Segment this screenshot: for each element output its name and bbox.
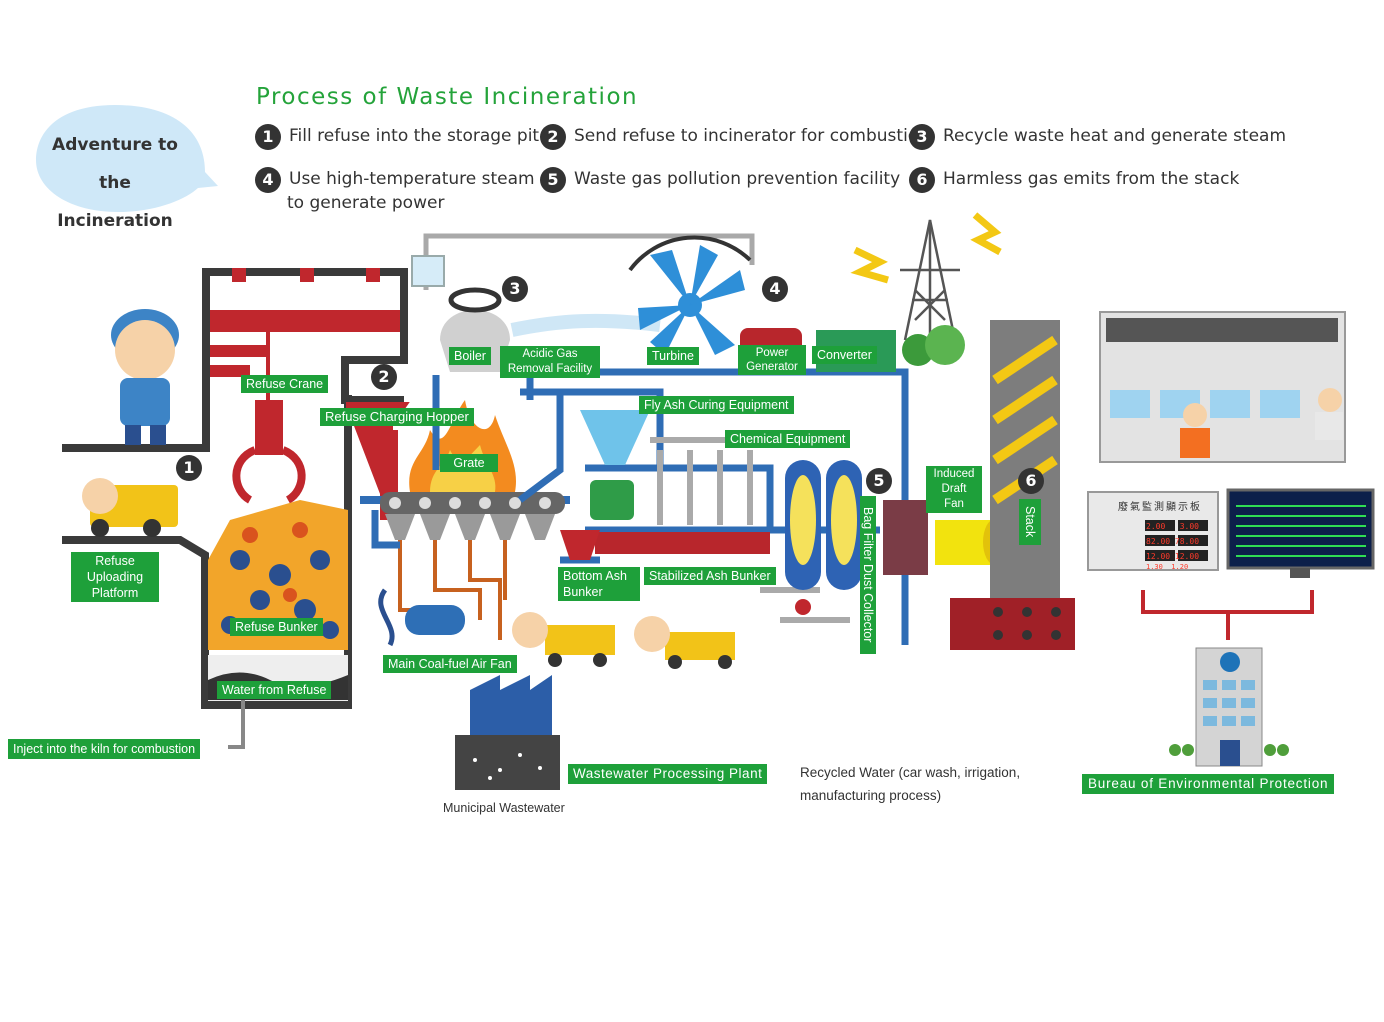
monitor-board-values-extra: 1.30 1.20 <box>1146 563 1189 571</box>
badge-1: 1 <box>176 455 202 481</box>
label-stabilized-ash-bunker: Stabilized Ash Bunker <box>644 567 776 585</box>
label-acidic-gas-removal: Acidic Gas Removal Facility <box>500 346 600 378</box>
badge-3: 3 <box>502 276 528 302</box>
label-wastewater-plant: Wastewater Processing Plant <box>568 764 768 784</box>
label-power-generator: Power Generator <box>738 345 806 375</box>
bubble-line-1: Adventure to the <box>52 135 178 193</box>
label-municipal-wastewater: Municipal Wastewater <box>443 801 565 815</box>
page-title: Process of Waste Incineration <box>256 84 639 110</box>
stabilized-ash-conveyor <box>595 532 770 554</box>
induced-draft-fan-unit <box>883 500 928 575</box>
bureau-building <box>1169 647 1289 767</box>
speech-bubble <box>36 105 218 212</box>
label-bureau: Bureau of Environmental Protection <box>1082 774 1335 794</box>
badge-6: 6 <box>1018 468 1044 494</box>
bubble-line-2: Incineration <box>57 211 173 231</box>
label-fly-ash-curing: Fly Ash Curing Equipment <box>639 396 794 414</box>
turbine-fan <box>638 245 745 355</box>
data-monitor-screen <box>1226 488 1375 578</box>
label-boiler: Boiler <box>449 347 491 365</box>
recycled-water-line-2: manufacturing process) <box>800 788 942 803</box>
wastewater-factory <box>455 675 560 790</box>
air-fan-tank <box>378 588 465 647</box>
ash-trucks <box>512 612 735 669</box>
recycled-water-line-1: Recycled Water (car wash, irrigation, <box>800 765 1021 780</box>
badge-5: 5 <box>866 468 892 494</box>
label-bottom-ash-bunker: Bottom Ash Bunker <box>558 567 640 601</box>
label-water-from-refuse: Water from Refuse <box>217 681 332 699</box>
label-converter: Converter <box>812 346 877 364</box>
label-refuse-uploading-platform: Refuse Uploading Platform <box>71 552 159 602</box>
label-chemical-equipment: Chemical Equipment <box>725 430 851 448</box>
label-turbine: Turbine <box>647 347 699 365</box>
label-stack: Stack <box>1019 499 1041 545</box>
stack-tower <box>950 320 1075 650</box>
label-refuse-bunker: Refuse Bunker <box>230 618 323 636</box>
mascot-worker <box>111 309 179 445</box>
bubble-text: Adventure to the Incineration <box>40 126 190 240</box>
power-tower <box>900 219 960 341</box>
crane-claw <box>232 400 306 504</box>
emission-monitor-board <box>1087 491 1219 571</box>
label-refuse-crane: Refuse Crane <box>241 375 329 393</box>
monitor-board-title: 廢氣監測顯示板 <box>1118 502 1202 513</box>
bag-filter-columns <box>785 460 862 615</box>
label-bag-filter-dust-collector: Bag Filter Dust Collector <box>860 496 876 654</box>
label-refuse-charging-hopper: Refuse Charging Hopper <box>320 408 474 426</box>
crane-rail <box>210 310 400 332</box>
fly-ash-hopper <box>580 410 650 465</box>
refuse-truck <box>82 478 178 537</box>
label-main-coal-fuel-air-fan: Main Coal-fuel Air Fan <box>383 655 517 673</box>
control-room <box>1099 311 1346 463</box>
label-induced-draft-fan: Induced Draft Fan <box>926 466 982 513</box>
badge-4: 4 <box>762 276 788 302</box>
monitor-board-values: 2.00 3.00 82.00 78.00 12.00 12.00 <box>1146 522 1200 561</box>
grate-conveyor <box>380 492 565 514</box>
badge-2: 2 <box>371 364 397 390</box>
label-inject-kiln: Inject into the kiln for combustion <box>8 739 201 759</box>
label-grate: Grate <box>440 454 498 472</box>
